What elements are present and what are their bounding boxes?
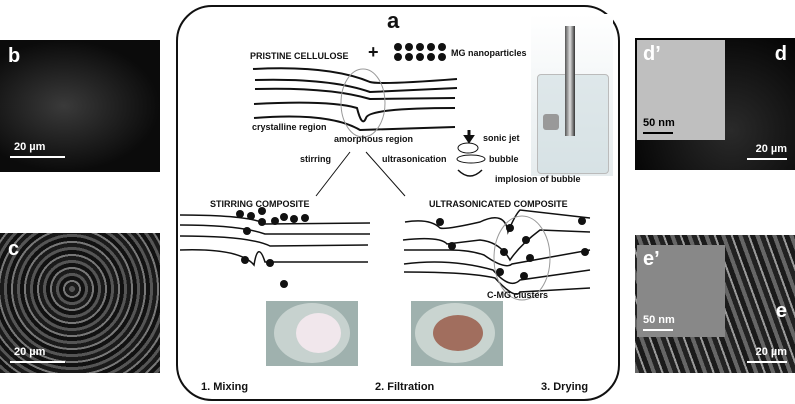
scale-bar [747,361,787,363]
scheme-frame [176,5,620,401]
scale-bar [643,132,673,134]
bubble-diagram [463,130,475,144]
stirring-label: stirring [300,154,332,164]
bubble-label: bubble [489,154,519,164]
step-drying: 3. Drying [541,381,589,393]
scale-text: 20 µm [14,346,46,358]
pristine-cellulose-label: PRISTINE CELLULOSE [250,51,349,61]
pristine-fibers [252,67,458,132]
scale-bar [643,329,673,331]
filtration-photo [411,301,503,366]
plus-sign: + [368,42,379,62]
sonic-jet-label: sonic jet [483,133,520,143]
crystalline-region-label: crystalline region [252,122,327,132]
panel-label-d: d [774,43,787,65]
stirring-composite-label: STIRRING COMPOSITE [210,199,310,209]
panel-label-e: e [775,300,787,322]
panel-label-a: a [387,8,400,33]
clusters-label: C-MG clusters [487,290,549,300]
panel-label-b: b [8,45,21,67]
tem-inset-e: e’ 50 nm [637,245,725,337]
ultrasonicated-particles [436,217,589,280]
ultrasonication-label: ultrasonication [382,154,447,164]
scale-text: 50 nm [643,314,675,326]
scale-text: 20 µm [14,141,46,153]
sem-image-e: e’ 50 nm e 20 µm [635,235,795,373]
scale-bar [10,156,65,158]
ultrasonicated-fibers [402,209,591,295]
arrows [315,151,406,197]
sonicator-photo [531,14,613,176]
scale-text: 50 nm [643,117,675,129]
sem-image-c: c 20 µm [0,233,160,373]
scale-text: 20 µm [755,143,787,155]
beaker-logo [543,114,559,130]
mixing-photo [266,301,358,366]
amorphous-region-label: amorphous region [334,134,414,144]
scale-bar [10,361,65,363]
stirring-particles [236,207,309,288]
step-filtration: 2. Filtration [375,381,435,393]
panel-label-c: c [8,238,20,260]
sem-image-b: b 20 µm [0,40,160,172]
scale-bar [747,158,787,160]
nanoparticles-label: MG nanoparticles [451,48,527,58]
tem-inset-d: d’ 50 nm [637,40,725,140]
mg-nanoparticles [394,43,446,61]
implosion-label: implosion of bubble [495,174,581,184]
panel-label-e-prime: e’ [643,248,660,270]
ultrasonicated-composite-label: ULTRASONICATED COMPOSITE [429,199,568,209]
scale-text: 20 µm [755,346,787,358]
probe [565,26,575,136]
panel-label-d-prime: d’ [643,43,661,65]
sem-image-d: d’ 50 nm d 20 µm [635,38,795,170]
step-mixing: 1. Mixing [201,381,249,393]
